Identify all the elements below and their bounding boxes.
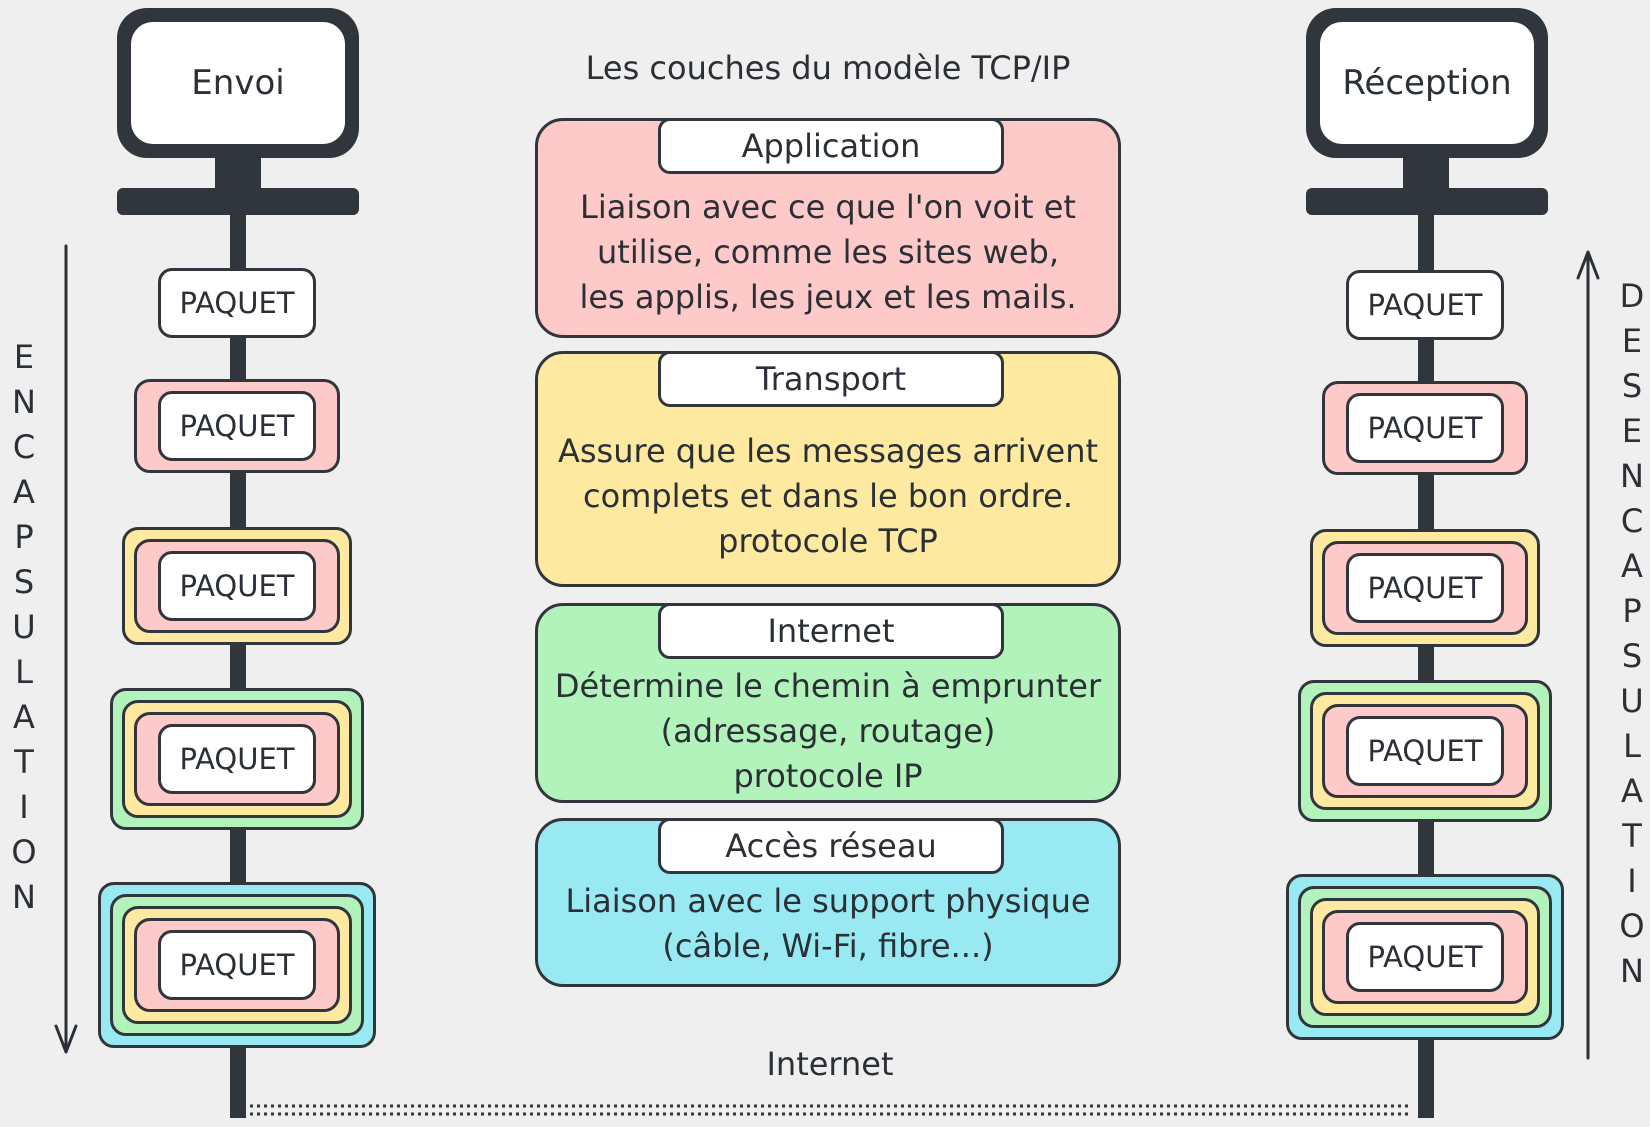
sender-label: Envoi [131,22,345,144]
packet-label: PAQUET [1346,922,1504,992]
receiver-packet-3: PAQUET [1310,529,1540,647]
layer-transport-title: Transport [658,351,1004,407]
packet-label: PAQUET [158,551,316,621]
packet-label: PAQUET [158,268,316,338]
network-link [236,1104,1408,1116]
packet-label: PAQUET [1346,553,1504,623]
layer-network-access-title: Accès réseau [658,818,1004,874]
network-label: Internet [766,1045,894,1083]
packet-label: PAQUET [1346,270,1504,340]
decapsulation-arrow [1576,250,1600,1060]
sender-monitor: Envoi [117,8,359,158]
layer-network-access: Accès réseau Liaison avec le support phy… [535,818,1121,987]
layer-transport-description: Assure que les messages arrivent complet… [557,432,1099,560]
layer-internet: Internet Détermine le chemin à emprunter… [535,603,1121,803]
sender-packet-3: PAQUET [122,527,352,645]
layer-internet-description: Détermine le chemin à emprunter (adressa… [554,667,1102,795]
layer-application-description: Liaison avec ce que l'on voit et utilise… [579,188,1077,316]
receiver-label: Réception [1320,22,1534,144]
sender-packet-4: PAQUET [110,688,364,830]
layer-internet-title: Internet [658,603,1004,659]
encapsulation-arrow [54,244,78,1054]
receiver-neck [1403,150,1449,190]
sender-packet-2: PAQUET [134,379,340,473]
sender-packet-5: PAQUET [98,882,376,1048]
diagram-title: Les couches du modèle TCP/IP [585,49,1071,87]
sender-packet-1: PAQUET [158,268,316,338]
layer-application: Application Liaison avec ce que l'on voi… [535,118,1121,338]
receiver-packet-4: PAQUET [1298,680,1552,822]
layer-application-title: Application [658,118,1004,174]
packet-label: PAQUET [158,391,316,461]
receiver-monitor: Réception [1306,8,1548,158]
receiver-packet-2: PAQUET [1322,381,1528,475]
packet-label: PAQUET [158,930,316,1000]
layer-network-access-description: Liaison avec le support physique (câble,… [565,882,1091,965]
receiver-packet-1: PAQUET [1346,270,1504,340]
packet-label: PAQUET [1346,393,1504,463]
layer-transport: Transport Assure que les messages arrive… [535,351,1121,587]
receiver-packet-5: PAQUET [1286,874,1564,1040]
sender-neck [215,150,261,190]
packet-label: PAQUET [1346,716,1504,786]
packet-label: PAQUET [158,724,316,794]
